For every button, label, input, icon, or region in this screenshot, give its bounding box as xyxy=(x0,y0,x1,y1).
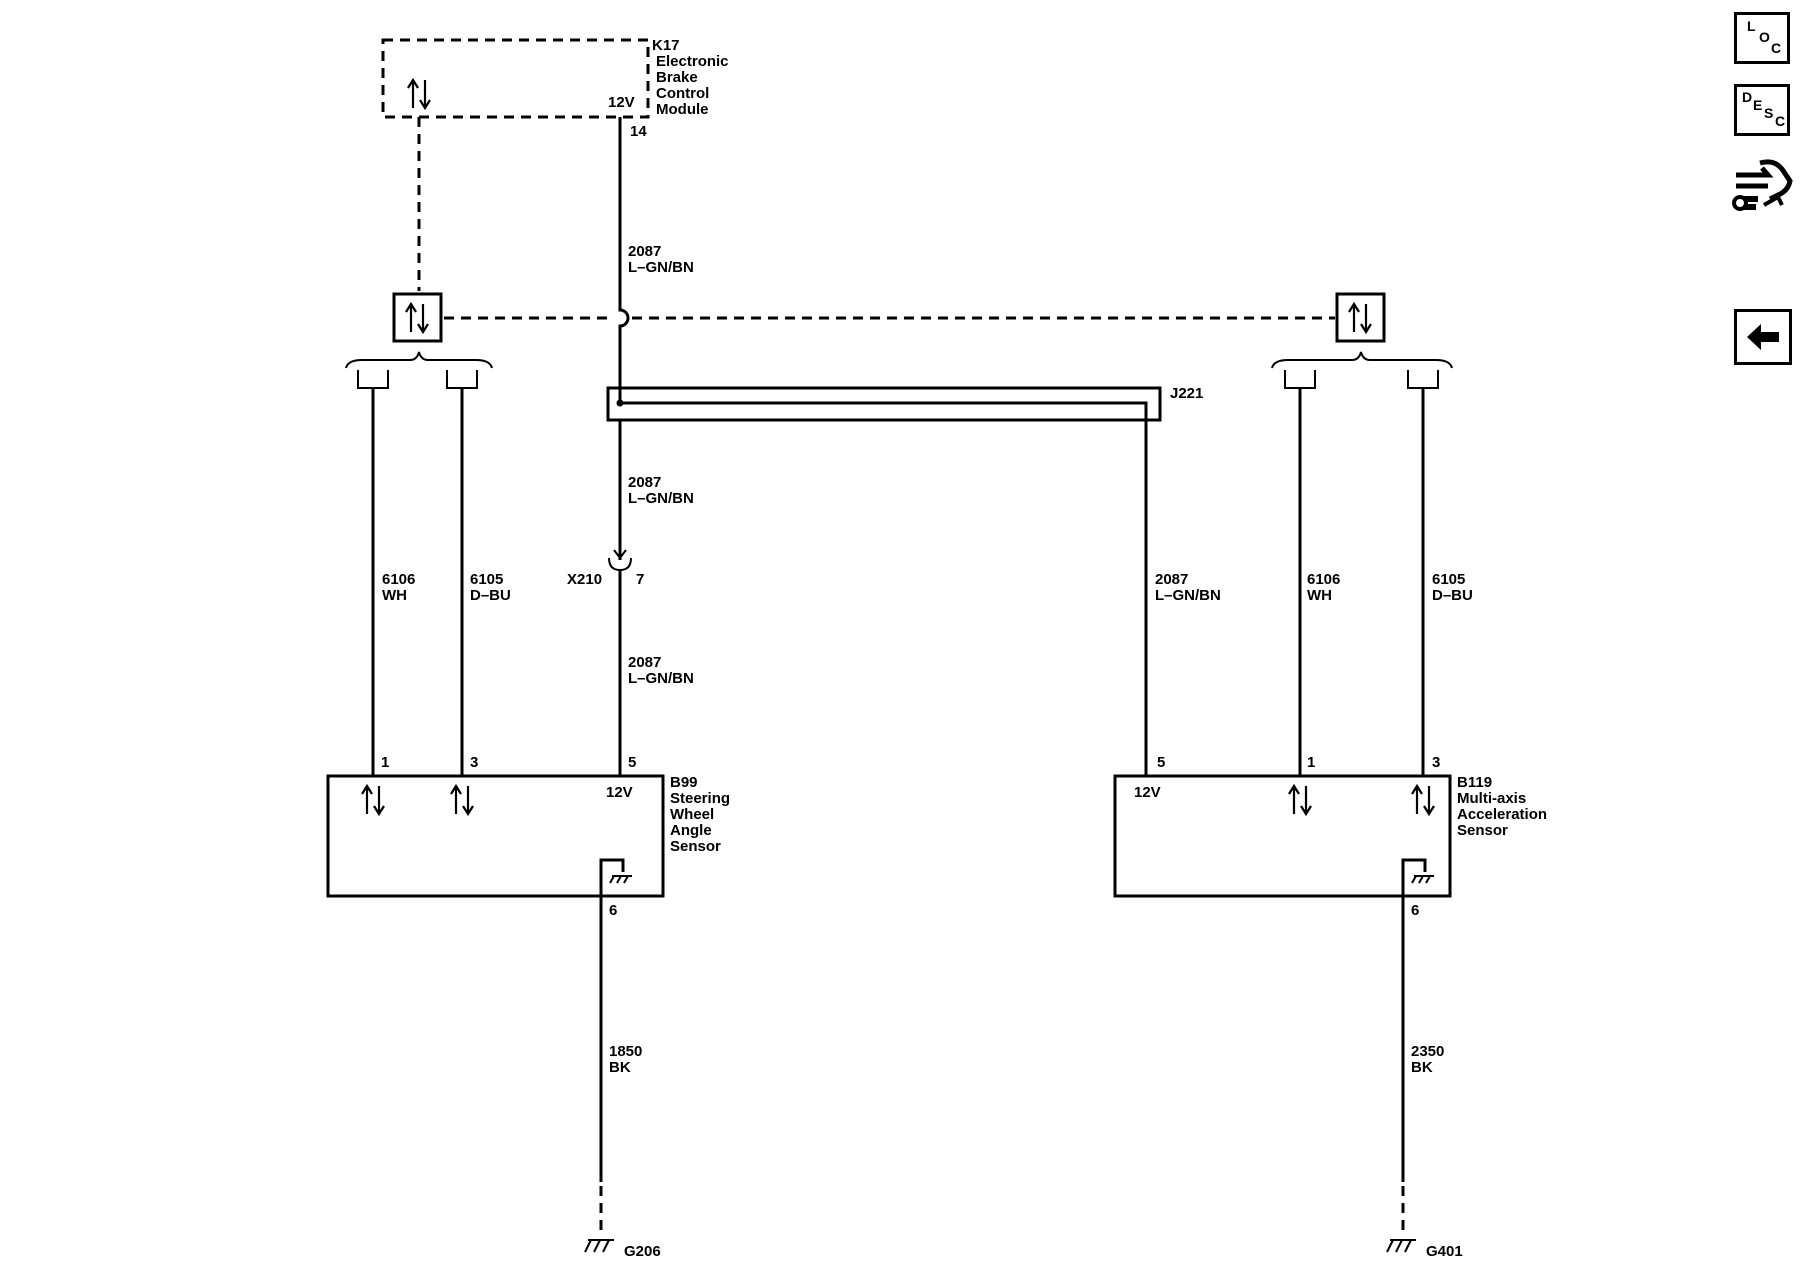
label-x210-b99-circuit: 2087 xyxy=(628,654,661,671)
b99-pin-3: 3 xyxy=(470,754,478,771)
b99-pin-5: 5 xyxy=(628,754,636,771)
b99-ground-pin: 6 xyxy=(609,902,617,919)
b99-box xyxy=(326,774,665,898)
label-b119-wh-circuit: 6106 xyxy=(1307,571,1340,588)
b119-name-line-3: Sensor xyxy=(1457,822,1508,839)
b99-serial-icon-1 xyxy=(360,784,386,816)
label-b99-dbu-circuit: 6105 xyxy=(470,571,503,588)
k17-module: K17 Electronic Brake Control Module 12V … xyxy=(381,37,729,140)
label-b119-ground-color: BK xyxy=(1411,1059,1433,1076)
k17-name-line-4: Module xyxy=(656,101,709,118)
label-b119-dbu-circuit: 6105 xyxy=(1432,571,1465,588)
k17-pin: 14 xyxy=(630,123,647,140)
k17-voltage: 12V xyxy=(608,94,635,111)
bracket-right xyxy=(1271,351,1453,369)
b119-voltage: 12V xyxy=(1134,784,1161,801)
k17-name-line-1: Electronic xyxy=(656,53,729,70)
back-button[interactable] xyxy=(1734,309,1792,365)
b119-pin-1: 1 xyxy=(1307,754,1315,771)
b99-id: B99 xyxy=(670,774,698,791)
label-b99-dbu-color: D–BU xyxy=(470,587,511,604)
wire-k17-to-splice xyxy=(618,117,630,402)
b119-id: B119 xyxy=(1457,774,1492,791)
ground-g206-label: G206 xyxy=(624,1243,661,1260)
b99-name-line-2: Wheel xyxy=(670,806,714,823)
label-b99-wh-color: WH xyxy=(382,587,407,604)
b119-pin-3: 3 xyxy=(1432,754,1440,771)
b119-name-line-1: Multi-axis xyxy=(1457,790,1526,807)
label-k17-splice-color: L–GN/BN xyxy=(628,259,694,276)
terminal-cups xyxy=(357,370,1439,389)
b99-module: 1 3 5 12V B99 Steering Wheel Angle Senso… xyxy=(326,754,730,919)
label-splice-b119-color: L–GN/BN xyxy=(1155,587,1221,604)
splice-j221: J221 xyxy=(606,385,1203,776)
description-button[interactable]: D E S C xyxy=(1734,84,1790,136)
k17-name-line-3: Control xyxy=(656,85,709,102)
b119-serial-icon-2 xyxy=(1410,784,1436,816)
label-splice-x210-color: L–GN/BN xyxy=(628,490,694,507)
label-splice-x210-circuit: 2087 xyxy=(628,474,661,491)
b99-name-line-1: Steering xyxy=(670,790,730,807)
ground-g401-label: G401 xyxy=(1426,1243,1463,1260)
ground-g401-icon xyxy=(1386,1239,1416,1253)
b99-name-line-3: Angle xyxy=(670,822,712,839)
ground-g206-icon xyxy=(584,1239,614,1253)
hand-wrench-icon xyxy=(1732,159,1793,211)
label-b99-wh-circuit: 6106 xyxy=(382,571,415,588)
b119-pin-5: 5 xyxy=(1157,754,1165,771)
label-b99-ground-color: BK xyxy=(609,1059,631,1076)
b99-pin-1: 1 xyxy=(381,754,389,771)
label-b119-ground-circuit: 2350 xyxy=(1411,1043,1444,1060)
serial-node-right xyxy=(1335,292,1386,343)
b99-internal-ground xyxy=(599,858,625,896)
label-k17-splice-circuit: 2087 xyxy=(628,243,661,260)
b119-chassis-ground-icon xyxy=(1411,875,1434,884)
k17-serial-data-icon xyxy=(406,78,432,110)
b99-serial-icon-2 xyxy=(449,784,475,816)
serial-node-left xyxy=(392,292,443,343)
inline-connector-x210: X210 7 xyxy=(567,549,644,588)
label-x210-b99-color: L–GN/BN xyxy=(628,670,694,687)
service-button[interactable] xyxy=(1730,155,1794,219)
bracket-left xyxy=(345,351,493,369)
x210-id: X210 xyxy=(567,571,602,588)
b99-chassis-ground-icon xyxy=(609,875,632,884)
b119-serial-icon-1 xyxy=(1287,784,1313,816)
b119-internal-ground xyxy=(1401,858,1427,896)
b119-ground-pin: 6 xyxy=(1411,902,1419,919)
b99-name-line-4: Sensor xyxy=(670,838,721,855)
b99-voltage: 12V xyxy=(606,784,633,801)
x210-pin: 7 xyxy=(636,571,644,588)
b119-module: 5 1 3 12V B119 Multi-axis Acceleration S… xyxy=(1113,754,1547,919)
k17-id: K17 xyxy=(652,37,680,54)
label-b119-dbu-color: D–BU xyxy=(1432,587,1473,604)
label-splice-b119-circuit: 2087 xyxy=(1155,571,1188,588)
back-arrow-icon xyxy=(1747,324,1779,350)
splice-id: J221 xyxy=(1170,385,1203,402)
k17-name-line-2: Brake xyxy=(656,69,698,86)
label-b99-ground-circuit: 1850 xyxy=(609,1043,642,1060)
label-b119-wh-color: WH xyxy=(1307,587,1332,604)
location-button[interactable]: L O C xyxy=(1734,12,1790,64)
b119-name-line-2: Acceleration xyxy=(1457,806,1547,823)
b119-box xyxy=(1113,774,1452,898)
